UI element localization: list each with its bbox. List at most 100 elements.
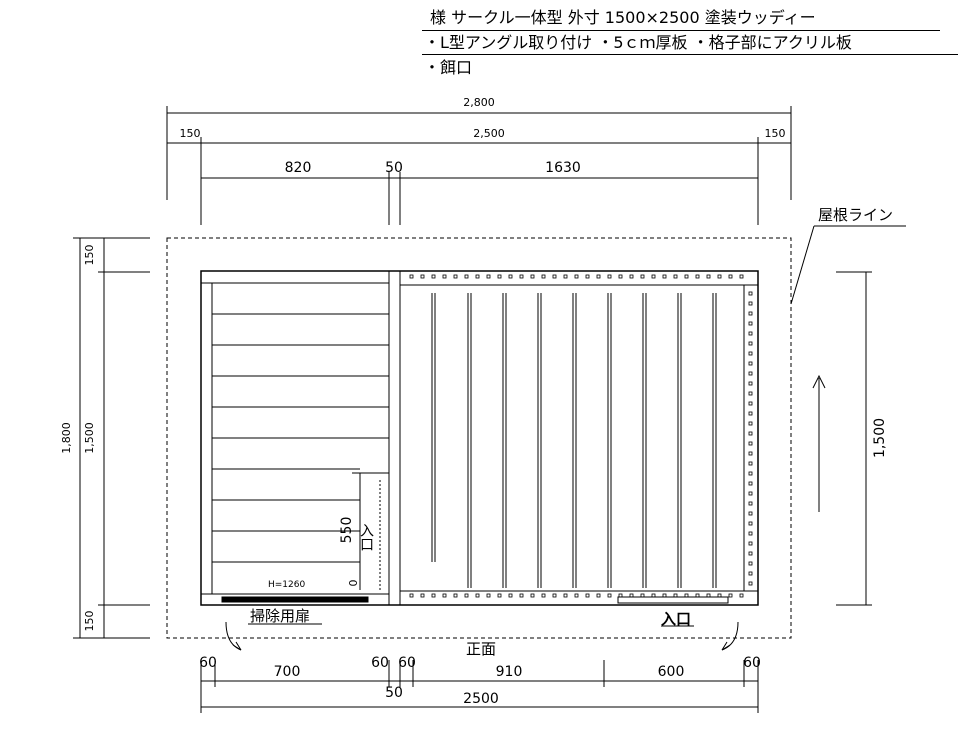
bolt-hole <box>596 593 601 598</box>
bolt-hole <box>748 371 753 376</box>
dim-bottom-910: 910 <box>496 664 523 680</box>
bolt-hole <box>748 301 753 306</box>
title-underline-1 <box>422 30 940 31</box>
bolt-hole <box>629 274 634 279</box>
bolt-hole <box>563 274 568 279</box>
inner-entrance-label: 入口 <box>358 523 374 551</box>
bolt-hole <box>748 521 753 526</box>
bolt-hole <box>464 593 469 598</box>
bolt-hole <box>748 511 753 516</box>
bolt-hole <box>706 274 711 279</box>
front-entrance-label: 入口 <box>661 610 691 628</box>
bolt-hole <box>748 541 753 546</box>
floor-boards <box>212 313 389 563</box>
dim-top-partition: 50 <box>385 160 403 176</box>
title-line-1: 様 サークル一体型 外寸 1500×2500 塗装ウッディー <box>430 8 816 27</box>
bolt-hole <box>486 593 491 598</box>
front-entrance-door <box>617 596 729 604</box>
bolt-hole <box>453 274 458 279</box>
bolt-hole <box>497 274 502 279</box>
title-underline-2 <box>422 54 958 55</box>
bolt-hole <box>748 551 753 556</box>
dim-top-right-room: 1630 <box>545 160 581 176</box>
dim-left-body: 1,500 <box>83 422 96 454</box>
dim-top-right-overhang: 150 <box>765 127 786 140</box>
bolt-hole <box>541 593 546 598</box>
bolt-hole <box>728 593 733 598</box>
bolt-hole <box>563 593 568 598</box>
bolt-hole <box>574 274 579 279</box>
bolt-hole <box>552 593 557 598</box>
bolt-hole <box>618 274 623 279</box>
roof-line-outline <box>166 237 792 639</box>
bolt-hole <box>552 274 557 279</box>
dim-right-body: 1,500 <box>872 418 888 458</box>
dim-bottom-total: 2500 <box>463 691 499 707</box>
dim-top-body: 2,500 <box>473 127 505 140</box>
bolt-hole <box>748 491 753 496</box>
bolt-hole <box>748 441 753 446</box>
bolt-hole <box>748 421 753 426</box>
angle-bolts <box>409 274 753 598</box>
bolt-hole <box>662 274 667 279</box>
up-arrow-icon <box>812 374 826 512</box>
bolt-hole <box>596 274 601 279</box>
bolt-hole <box>585 593 590 598</box>
bolt-hole <box>442 274 447 279</box>
bolt-hole <box>530 593 535 598</box>
bolt-hole <box>695 274 700 279</box>
dim-left-total: 1,800 <box>60 422 73 454</box>
bolt-hole <box>442 593 447 598</box>
dim-bottom-60b: 60 <box>371 655 389 671</box>
bolt-hole <box>420 593 425 598</box>
bolt-hole <box>508 274 513 279</box>
dim-bottom-60c: 60 <box>398 655 416 671</box>
bolt-hole <box>475 274 480 279</box>
bolt-hole <box>541 274 546 279</box>
bolt-hole <box>748 351 753 356</box>
bolt-hole <box>508 593 513 598</box>
bolt-hole <box>409 593 414 598</box>
bolt-hole <box>739 593 744 598</box>
enclosure-body <box>200 270 759 606</box>
curved-arrow-icon <box>225 621 739 651</box>
bolt-hole <box>748 341 753 346</box>
inner-entrance <box>352 472 389 590</box>
bolt-hole <box>607 274 612 279</box>
bolt-hole <box>748 361 753 366</box>
bolt-hole <box>453 593 458 598</box>
dim-bottom-600: 600 <box>658 664 685 680</box>
right-dimension <box>836 271 872 606</box>
bolt-hole <box>717 274 722 279</box>
bolt-hole <box>748 481 753 486</box>
bolt-hole <box>748 461 753 466</box>
bolt-hole <box>464 274 469 279</box>
bolt-hole <box>607 593 612 598</box>
title-line-2: ・L型アングル取り付け ・5ｃｍ厚板 ・格子部にアクリル板 <box>424 33 852 52</box>
dim-left-top-overhang: 150 <box>83 245 96 266</box>
dim-left-bottom-overhang: 150 <box>83 611 96 632</box>
bolt-hole <box>409 274 414 279</box>
dim-top-total: 2,800 <box>463 96 495 109</box>
bolt-hole <box>748 571 753 576</box>
title-line-3: ・餌口 <box>424 58 473 77</box>
cleaning-door <box>221 596 369 603</box>
front-label: 正面 <box>466 640 496 658</box>
dim-inner-zero: 0 <box>347 580 360 587</box>
bolt-hole <box>748 471 753 476</box>
bolt-hole <box>748 381 753 386</box>
bolt-hole <box>728 274 733 279</box>
bolt-hole <box>748 401 753 406</box>
bolt-hole <box>748 501 753 506</box>
left-dimensions <box>73 237 150 639</box>
roof-line-label: 屋根ライン <box>818 206 893 224</box>
bolt-hole <box>519 274 524 279</box>
bolt-hole <box>748 391 753 396</box>
dim-inner-entry: 550 <box>339 517 355 544</box>
dim-top-left-overhang: 150 <box>180 127 201 140</box>
bolt-hole <box>748 531 753 536</box>
dim-top-left-room: 820 <box>285 160 312 176</box>
lattice-bars <box>431 293 717 588</box>
bolt-hole <box>486 274 491 279</box>
